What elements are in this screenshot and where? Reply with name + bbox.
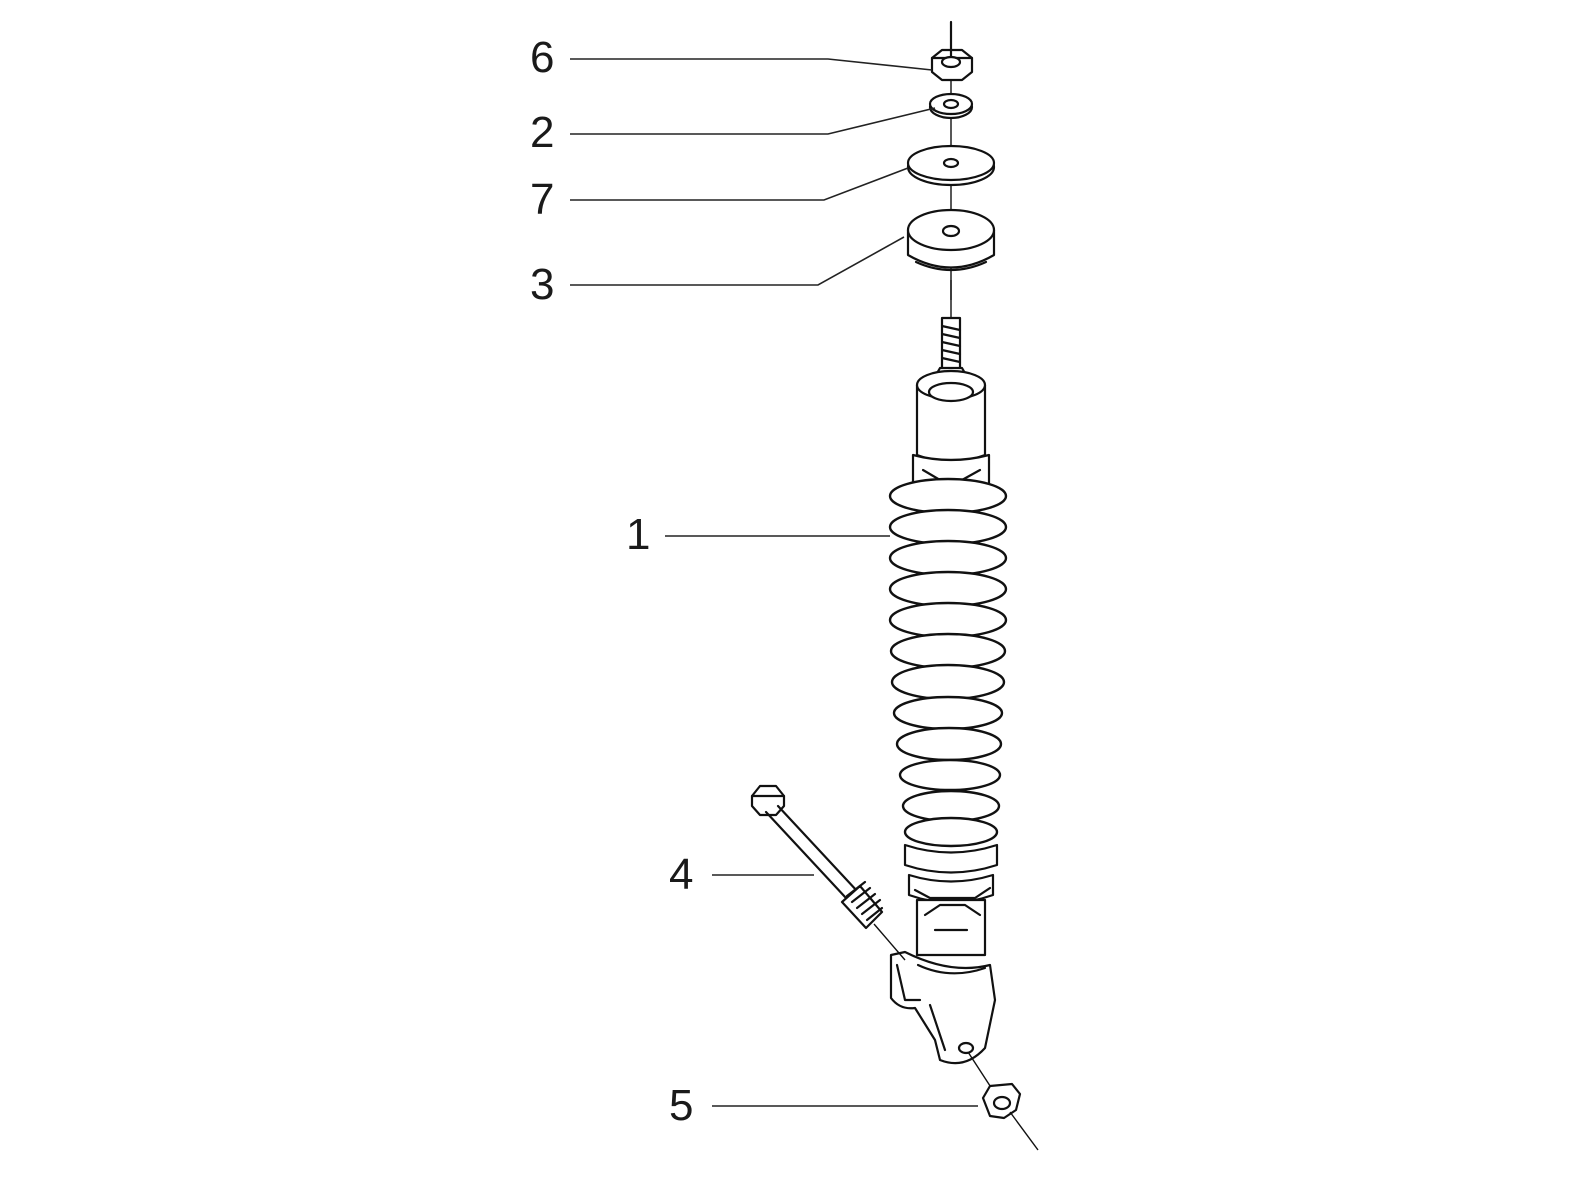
leader-7 xyxy=(570,167,909,201)
callout-6: 6 xyxy=(530,33,555,82)
leader-2 xyxy=(570,107,936,135)
nut-top-part xyxy=(930,20,974,82)
callout-2: 2 xyxy=(530,108,555,157)
callout-3: 3 xyxy=(530,260,555,309)
callout-7: 7 xyxy=(530,175,555,224)
callout-4: 4 xyxy=(669,850,694,899)
shock-bottom-mount xyxy=(889,950,997,1065)
small-washer-part xyxy=(928,92,974,120)
leader-lines xyxy=(570,58,978,1107)
leader-3 xyxy=(570,236,905,286)
callout-5: 5 xyxy=(669,1081,694,1130)
long-bolt-part xyxy=(750,784,906,961)
shock-lower-body xyxy=(903,843,999,957)
nut-bottom-part xyxy=(967,1051,1039,1151)
rubber-bushing-part xyxy=(906,208,996,272)
callout-1: 1 xyxy=(626,510,651,559)
coil-spring xyxy=(888,477,1008,848)
flat-washer-part xyxy=(906,144,996,187)
leader-6 xyxy=(570,58,933,71)
